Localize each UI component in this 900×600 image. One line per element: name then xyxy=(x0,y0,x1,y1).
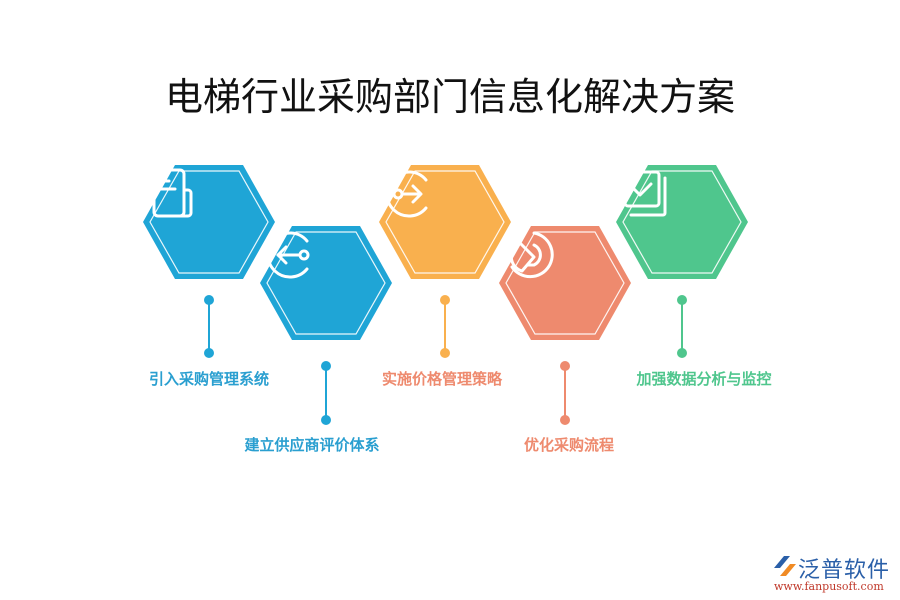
connector-step-5 xyxy=(677,295,687,358)
hexagon-step-5 xyxy=(615,164,749,280)
hexagon-step-4 xyxy=(498,225,632,341)
hexagon-step-3 xyxy=(378,164,512,280)
logo-url: www.fanpusoft.com xyxy=(774,580,884,593)
connector-step-2 xyxy=(321,361,331,425)
logo-name: 泛普软件 xyxy=(798,558,891,583)
hexagon-step-1 xyxy=(142,164,276,280)
connector-step-3 xyxy=(440,295,450,358)
step-label-1: 引入采购管理系统 xyxy=(148,370,270,388)
login-arrow-icon xyxy=(266,231,310,279)
hexagon-step-2 xyxy=(259,225,393,341)
logo-mark-icon xyxy=(774,556,796,576)
document-icon xyxy=(152,168,193,218)
page-title: 电梯行业采购部门信息化解决方案 xyxy=(164,75,735,119)
step-label-3: 实施价格管理策略 xyxy=(381,370,503,388)
checkbox-stack-icon xyxy=(623,170,667,217)
step-label-5: 加强数据分析与监控 xyxy=(636,370,772,388)
step-label-4: 优化采购流程 xyxy=(523,436,615,454)
brand-logo: 泛普软件 www.fanpusoft.com xyxy=(768,552,896,596)
connector-step-1 xyxy=(204,295,214,358)
pie-chart-icon xyxy=(509,231,554,279)
logout-arrow-icon xyxy=(385,170,428,218)
connector-step-4 xyxy=(560,361,570,425)
step-label-2: 建立供应商评价体系 xyxy=(244,436,380,454)
